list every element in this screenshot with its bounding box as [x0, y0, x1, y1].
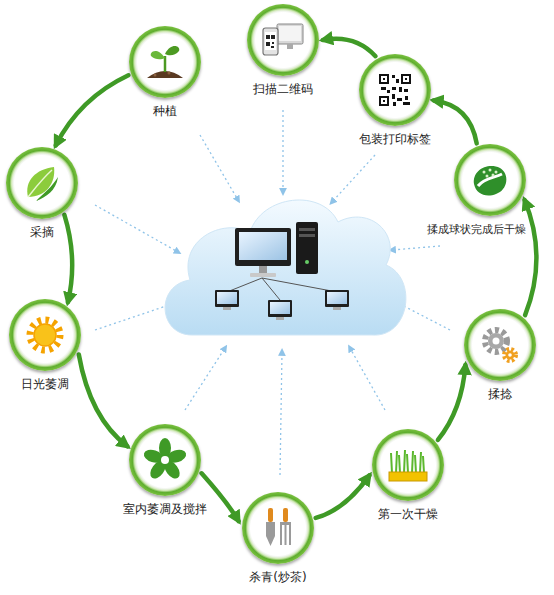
step-label: 种植: [153, 104, 177, 119]
plant-icon: [129, 26, 201, 98]
step-circle: 第一次干燥: [372, 429, 444, 501]
step-label: 第一次干燥: [378, 507, 438, 522]
flow-arrow: [316, 475, 370, 518]
grass-tray-icon: [372, 429, 444, 501]
flow-arrow: [434, 100, 477, 143]
step-label: 包装打印标签: [359, 132, 431, 147]
scan-devices-icon: [247, 4, 319, 76]
step-label: 揉成球状完成后干燥: [427, 222, 526, 237]
step-circle: 杀青(炒茶): [242, 492, 314, 564]
gears-icon: [464, 309, 536, 381]
flow-arrow: [79, 355, 128, 447]
computers: [215, 222, 349, 320]
step-circle: 室内萎凋及搅拌: [129, 424, 201, 496]
qr-label-icon: [359, 54, 431, 126]
tea-ball-icon: [454, 144, 526, 216]
flow-arrow: [56, 75, 129, 145]
tools-icon: [242, 492, 314, 564]
step-circle: 揉成球状完成后干燥: [454, 144, 526, 216]
step-circle: 包装打印标签: [359, 54, 431, 126]
flow-arrow: [64, 215, 72, 302]
step-circle: 日光萎凋: [9, 299, 81, 371]
step-circle: 采摘: [6, 147, 78, 219]
flow-arrow: [323, 39, 376, 56]
flower-icon: [129, 424, 201, 496]
step-circle: 揉捻: [464, 309, 536, 381]
flow-arrow: [525, 200, 537, 315]
step-circle: 种植: [129, 26, 201, 98]
sun-icon: [9, 299, 81, 371]
step-label: 杀青(炒茶): [249, 570, 306, 585]
step-label: 扫描二维码: [253, 82, 313, 97]
leaf-icon: [6, 147, 78, 219]
cloud: [165, 200, 406, 335]
step-label: 采摘: [30, 225, 54, 240]
step-label: 揉捻: [488, 387, 512, 402]
step-label: 日光萎凋: [21, 377, 69, 392]
flow-arrow: [202, 473, 239, 521]
flow-arrow: [438, 365, 466, 440]
dotted-links: [95, 110, 450, 475]
step-circle: 扫描二维码: [247, 4, 319, 76]
step-label: 室内萎凋及搅拌: [123, 502, 207, 517]
